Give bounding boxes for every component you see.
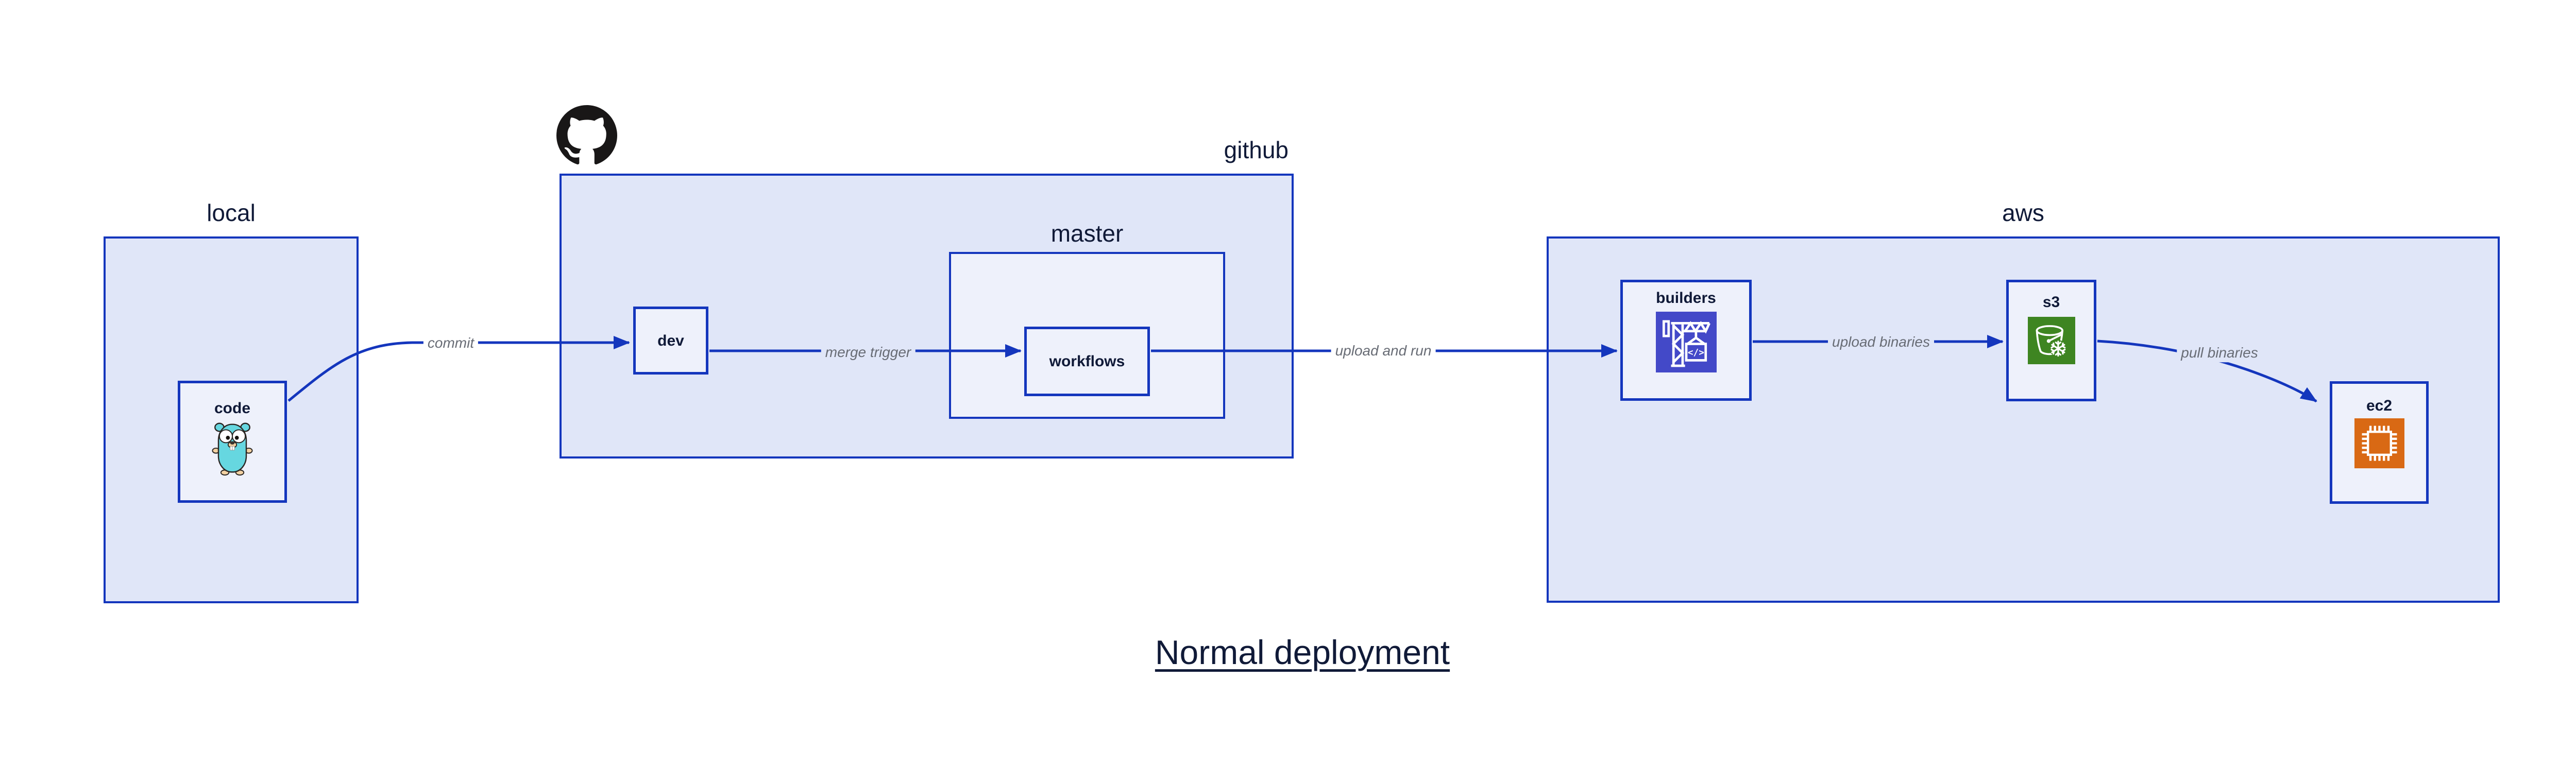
github-octocat-icon [556, 105, 617, 165]
s3-node: s3 [2006, 280, 2096, 401]
diagram-title: Normal deployment [1155, 633, 1450, 671]
workflows-node-label: workflows [1049, 353, 1125, 370]
code-node: code [178, 381, 287, 503]
svg-text:</>: </> [1687, 348, 1704, 358]
dev-node-label: dev [657, 332, 684, 349]
aws-container-label: aws [2002, 199, 2044, 226]
aws-codebuild-icon: </> [1655, 312, 1717, 372]
edge-label-commit: commit [423, 334, 479, 352]
builders-node-label: builders [1656, 290, 1716, 307]
code-node-label: code [214, 400, 251, 417]
local-container-label: local [207, 199, 256, 226]
ec2-node: ec2 [2330, 381, 2429, 504]
workflows-node: workflows [1024, 327, 1150, 396]
github-container-label: github [1224, 137, 1289, 163]
edge-label-upload-and-run: upload and run [1331, 342, 1436, 360]
edge-label-upload-binaries: upload binaries [1828, 333, 1934, 351]
aws-s3-glacier-icon [2027, 317, 2075, 364]
dev-node: dev [633, 307, 708, 375]
edge-label-merge-trigger: merge trigger [821, 343, 916, 362]
edge-label-pull-binaries: pull binaries [2177, 344, 2262, 362]
master-container-label: master [1050, 220, 1124, 247]
builders-node: builders </> [1620, 280, 1752, 401]
s3-node-label: s3 [2042, 294, 2060, 311]
ec2-node-label: ec2 [2366, 397, 2393, 414]
go-gopher-icon [212, 422, 253, 476]
aws-ec2-icon [2354, 418, 2404, 468]
